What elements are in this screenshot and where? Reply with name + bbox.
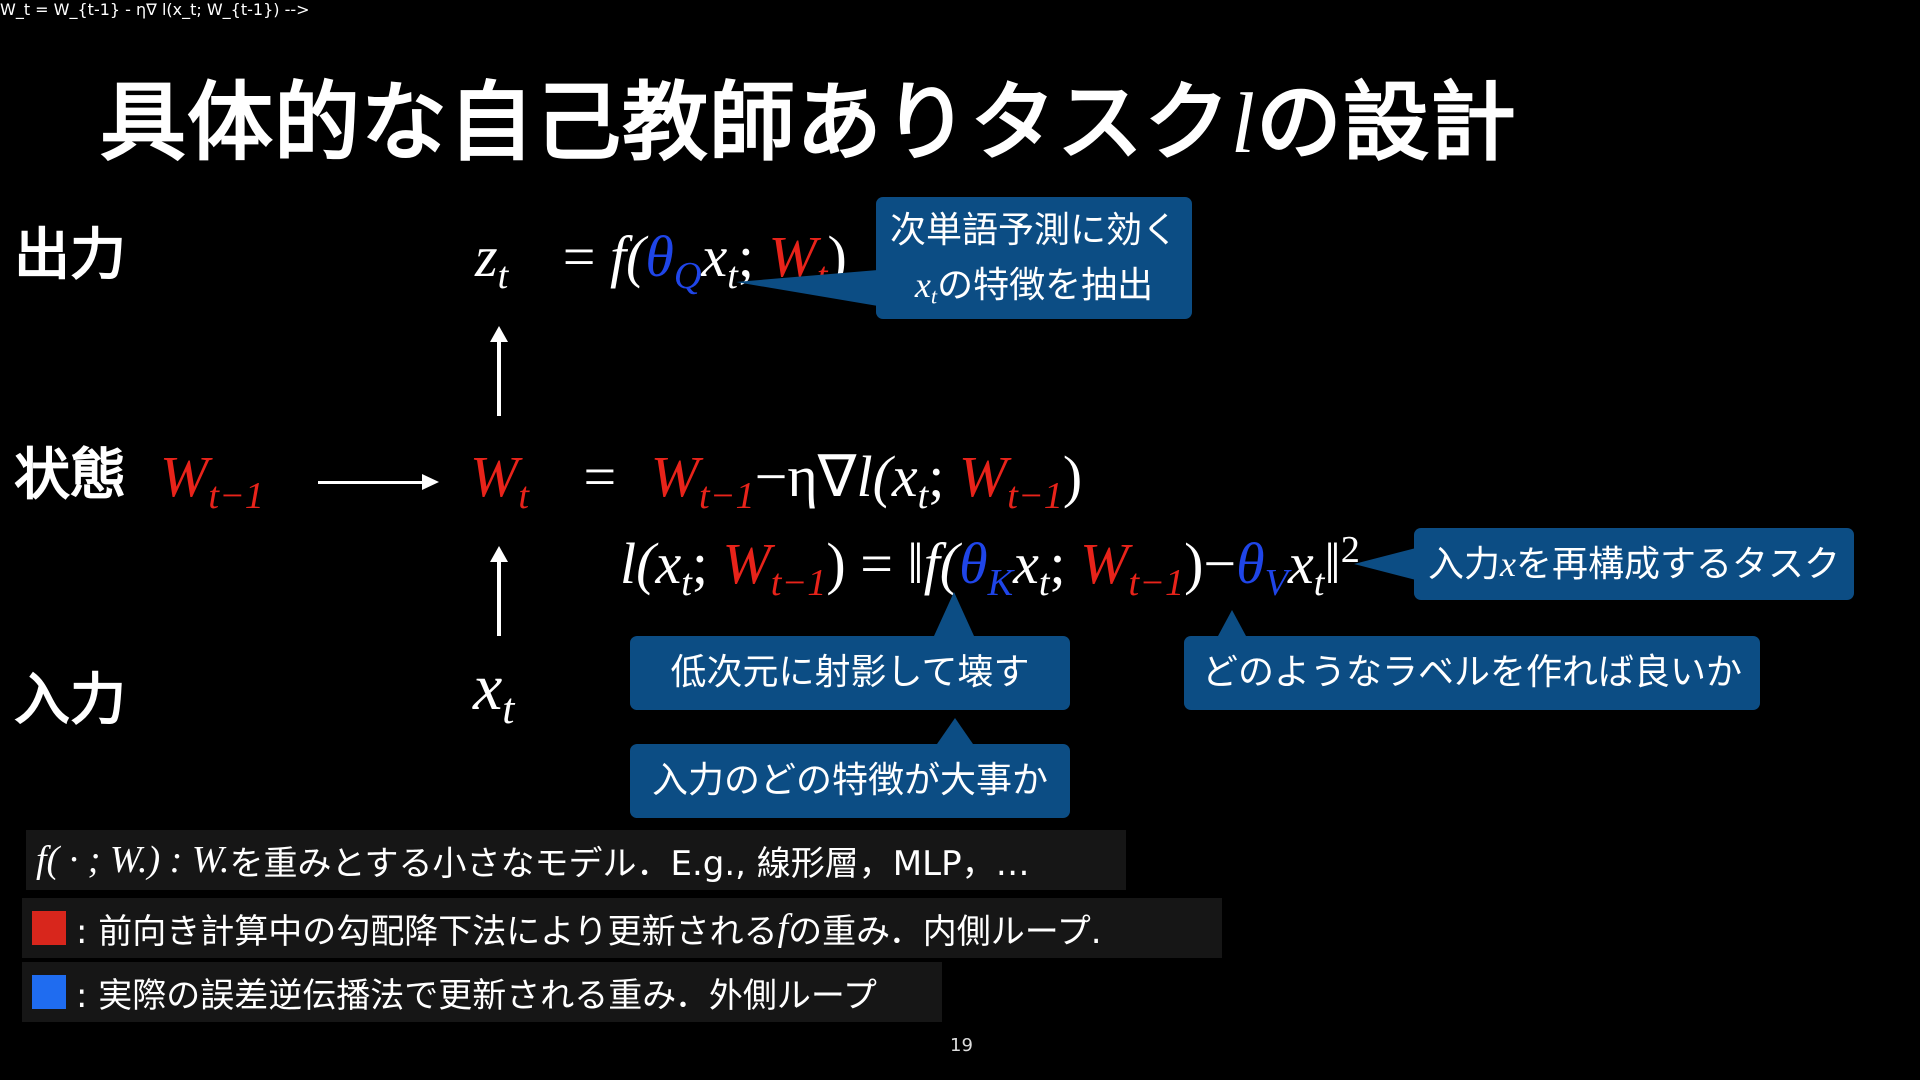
red-swatch-icon bbox=[32, 911, 66, 945]
label-output: 出力 bbox=[14, 223, 126, 288]
legend-inner-loop: : 前向き計算中の勾配降下法により更新される f の重み．内側ループ. bbox=[22, 898, 1222, 958]
callout-reconstruct-task: 入力xを再構成するタスク bbox=[1414, 528, 1854, 600]
slide-title: 具体的な自己教師ありタスクlの設計 bbox=[100, 80, 1517, 166]
arrow-state-to-output bbox=[490, 326, 508, 416]
callout-label-design: どのようなラベルを作れば良いか bbox=[1184, 636, 1760, 710]
label-state: 状態 bbox=[14, 443, 126, 508]
callout-predict-pointer bbox=[736, 270, 878, 306]
title-suffix: の設計 bbox=[1255, 73, 1517, 173]
callout-feature-importance: 入力のどの特徴が大事か bbox=[630, 744, 1070, 818]
legend-model-definition: f( · ; W.) : W. を重みとする小さなモデル．E.g., 線形層，M… bbox=[26, 830, 1126, 890]
loss-equation: l(xt; Wt−1) = ‖f(θKxt; Wt−1)−θVxt‖2 bbox=[620, 528, 1360, 605]
page-number: 19 bbox=[950, 1035, 973, 1056]
title-text: 具体的な自己教師ありタスク bbox=[100, 73, 1231, 173]
arrow-input-to-state bbox=[490, 546, 508, 636]
callout-predict-line1: 次単語予測に効く bbox=[889, 209, 1178, 251]
callout-project-pointer bbox=[934, 592, 974, 636]
label-input: 入力 bbox=[14, 668, 126, 733]
state-previous: Wt−1 bbox=[160, 444, 264, 518]
callout-predict-features: 次単語予測に効く xtの特徴を抽出 bbox=[876, 197, 1192, 319]
blue-swatch-icon bbox=[32, 975, 66, 1009]
input-x: xt bbox=[473, 651, 515, 733]
callout-predict-line2: xtの特徴を抽出 bbox=[914, 264, 1154, 309]
title-variable: l bbox=[1231, 75, 1256, 171]
state-update-equation: Wt = Wt−1−η∇l(xt; Wt−1) bbox=[470, 444, 1083, 518]
callout-label-pointer bbox=[1218, 610, 1246, 636]
arrow-state-transition bbox=[318, 474, 439, 490]
callout-feature-pointer bbox=[937, 718, 973, 744]
legend-outer-loop: : 実際の誤差逆伝播法で更新される重み．外側ループ bbox=[22, 962, 942, 1022]
callout-project-destroy: 低次元に射影して壊す bbox=[630, 636, 1070, 710]
callout-reconstruct-pointer bbox=[1354, 548, 1416, 580]
